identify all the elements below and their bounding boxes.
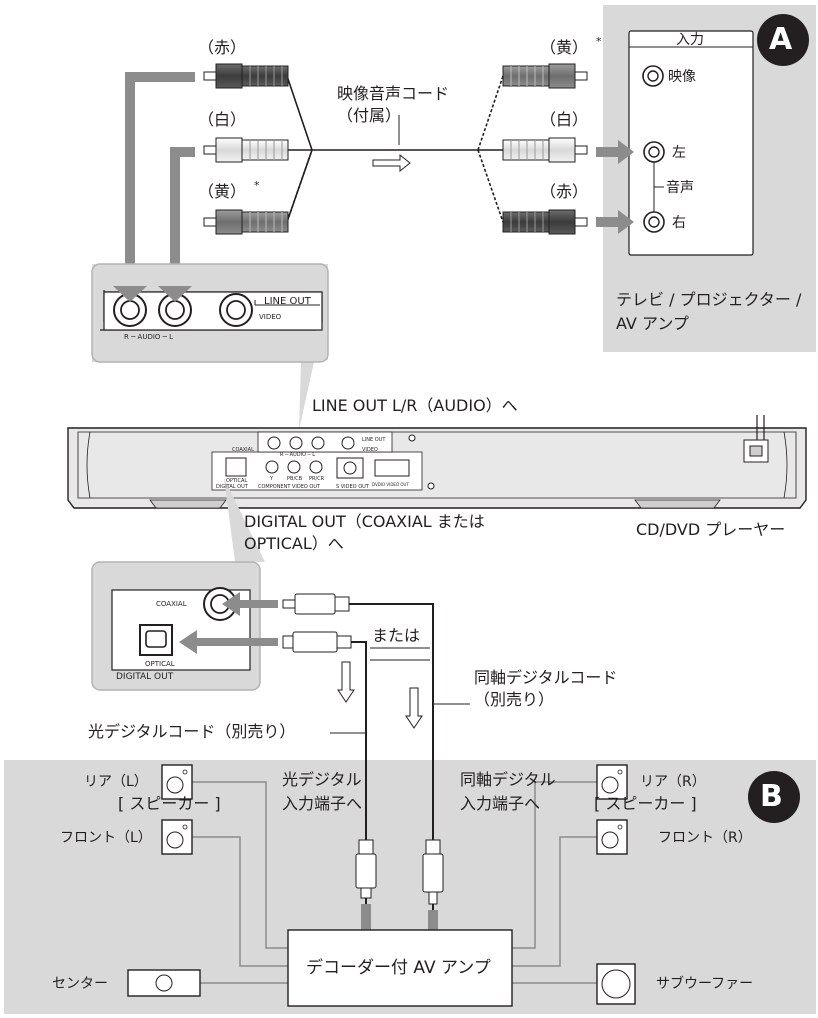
label-red-right: （赤）: [540, 182, 589, 201]
zoom-video: VIDEO: [259, 313, 282, 321]
av-cable-direction-arrow: [372, 153, 411, 173]
front-l-label: フロント（L）: [60, 830, 152, 846]
optical-plug-bottom: [355, 839, 377, 899]
asterisk-right: *: [596, 35, 602, 48]
coax-cable-label-1: 同軸デジタルコード: [474, 668, 618, 687]
digital-cable-runs: [349, 603, 434, 955]
av-cable-wires: [286, 75, 504, 223]
panel-y: Y: [270, 476, 274, 482]
callout-digital-out-2: OPTICAL）へ: [244, 534, 344, 553]
digital-zoom: [91, 478, 265, 691]
panel-video: VIDEO: [362, 447, 378, 453]
speaker-rear-l: [161, 764, 193, 800]
label-red-left: （赤）: [198, 38, 247, 57]
panel-component-video-out: COMPONENT VIDEO OUT: [258, 484, 321, 490]
plug-yellow-right: [502, 63, 588, 89]
label-white-left: （白）: [198, 110, 247, 129]
panel-coaxial: COAXIAL: [232, 447, 254, 453]
speaker-rear-r: [596, 764, 628, 800]
badge-b-label: B: [760, 779, 783, 814]
label-yellow-right: （黄）: [540, 38, 589, 57]
plug-white-left: [203, 137, 289, 163]
optical-plug-top: [282, 631, 352, 653]
panel-digital-out: DIGITAL OUT: [216, 484, 248, 490]
lineout-arrow-heads: [113, 286, 192, 302]
panel-dvd-video-out: DVDIO VIDEO OUT: [372, 482, 409, 487]
zoom-audio: R ─ AUDIO ─ L: [124, 333, 173, 341]
callout-digital-out-1: DIGITAL OUT（COAXIAL または: [244, 512, 485, 531]
zoom-line-out: LINE OUT: [264, 296, 311, 307]
optical-in-label-2: 入力端子へ: [282, 794, 363, 813]
callout-player: CD/DVD プレーヤー: [636, 520, 786, 539]
hollow-down-arrows: [337, 661, 423, 729]
av-cable-label-2: （付属）: [337, 106, 402, 125]
subwoofer-label: サブウーファー: [656, 976, 754, 992]
lineout-zoom: [91, 263, 329, 430]
optical-cable-label: 光デジタルコード（別売り）: [88, 722, 296, 741]
digital-arrows: [179, 592, 278, 654]
dvd-player: [67, 415, 807, 509]
coax-plug-top: [282, 593, 350, 615]
speaker-wires: [192, 781, 597, 984]
zoom-digital-out: DIGITAL OUT: [116, 672, 174, 682]
zoom-coaxial: COAXIAL: [156, 600, 187, 608]
badge-b: [748, 771, 800, 823]
badge-a-label: A: [769, 22, 793, 57]
av-amplifier-box: [287, 929, 513, 1007]
speakers-left-header: [ スピーカー ]: [118, 794, 221, 813]
or-label: または: [372, 626, 421, 645]
audio-lead-paths: [113, 72, 195, 300]
callout-line-out-lr: LINE OUT L/R（AUDIO）へ: [312, 396, 518, 415]
tv-input-box: [628, 30, 754, 256]
tv-input-title: 入力: [676, 32, 704, 48]
zoom-optical: OPTICAL: [145, 660, 175, 668]
plug-yellow-left: [203, 209, 289, 235]
rear-r-label: リア（R）: [640, 774, 706, 790]
tv-audio-label: 音声: [666, 180, 694, 196]
tv-right-label: 右: [672, 215, 686, 231]
plug-red-right: [502, 209, 588, 235]
tv-video-label: 映像: [668, 69, 696, 85]
panel-pr: PR/CR: [309, 476, 325, 482]
plug-red-left: [203, 63, 289, 89]
tv-left-label: 左: [672, 145, 686, 161]
leader-lines: [330, 659, 470, 734]
panel-optical: OPTICAL: [226, 478, 248, 484]
coax-plug-bottom: [422, 839, 444, 905]
panel-line-out: LINE OUT: [362, 437, 386, 443]
label-white-right: （白）: [540, 110, 589, 129]
panel-pb: PB/CB: [287, 476, 303, 482]
speaker-front-l: [161, 819, 193, 855]
coax-cable-label-2: （別売り）: [474, 690, 555, 709]
badge-a: [757, 14, 809, 66]
speakers-right-header: [ スピーカー ]: [594, 794, 697, 813]
coax-in-label-1: 同軸デジタル: [460, 770, 556, 789]
rear-l-label: リア（L）: [84, 774, 148, 790]
speaker-center: [127, 969, 201, 997]
arrows-to-tv: [596, 140, 634, 234]
tv-device-line1: テレビ / プロジェクター /: [616, 290, 802, 309]
speaker-subwoofer: [596, 963, 636, 1005]
panel-audio: R ─ AUDIO ─ L: [280, 452, 315, 458]
amp-label: デコーダー付 AV アンプ: [306, 958, 491, 978]
front-r-label: フロント（R）: [658, 830, 752, 846]
coax-in-label-2: 入力端子へ: [460, 794, 541, 813]
center-label: センター: [52, 976, 108, 992]
tv-device-line2: AV アンプ: [616, 314, 689, 333]
label-yellow-left: （黄）: [198, 182, 247, 201]
optical-in-label-1: 光デジタル: [282, 770, 362, 789]
speaker-front-r: [596, 819, 628, 855]
av-cable-label-1: 映像音声コード: [337, 84, 450, 103]
panel-s-video-out: S VIDEO OUT: [336, 484, 369, 490]
asterisk-left: *: [254, 179, 260, 192]
plug-white-right: [502, 137, 588, 163]
